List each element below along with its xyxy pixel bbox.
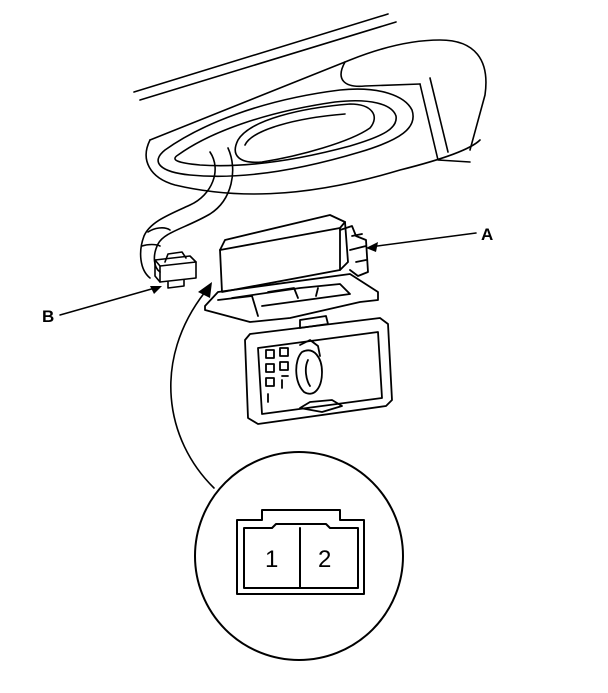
roof-panel (133, 13, 487, 195)
leader-lines (59, 232, 477, 316)
detail-arrow (170, 291, 215, 489)
arrow-b (150, 286, 162, 294)
connector-pin-2: 2 (318, 546, 331, 573)
connector-pin-1: 1 (265, 546, 278, 573)
callout-b: B (42, 307, 54, 326)
wire-harness (139, 147, 234, 279)
detail-circle (194, 451, 404, 661)
detail-arrow-head (198, 282, 212, 298)
lens-cover (244, 317, 393, 425)
grab-handle (157, 88, 414, 178)
arrow-a (366, 242, 378, 252)
light-housing (204, 214, 379, 329)
callout-a: A (481, 225, 493, 244)
connector-face (236, 509, 365, 595)
connector-b (154, 251, 197, 289)
